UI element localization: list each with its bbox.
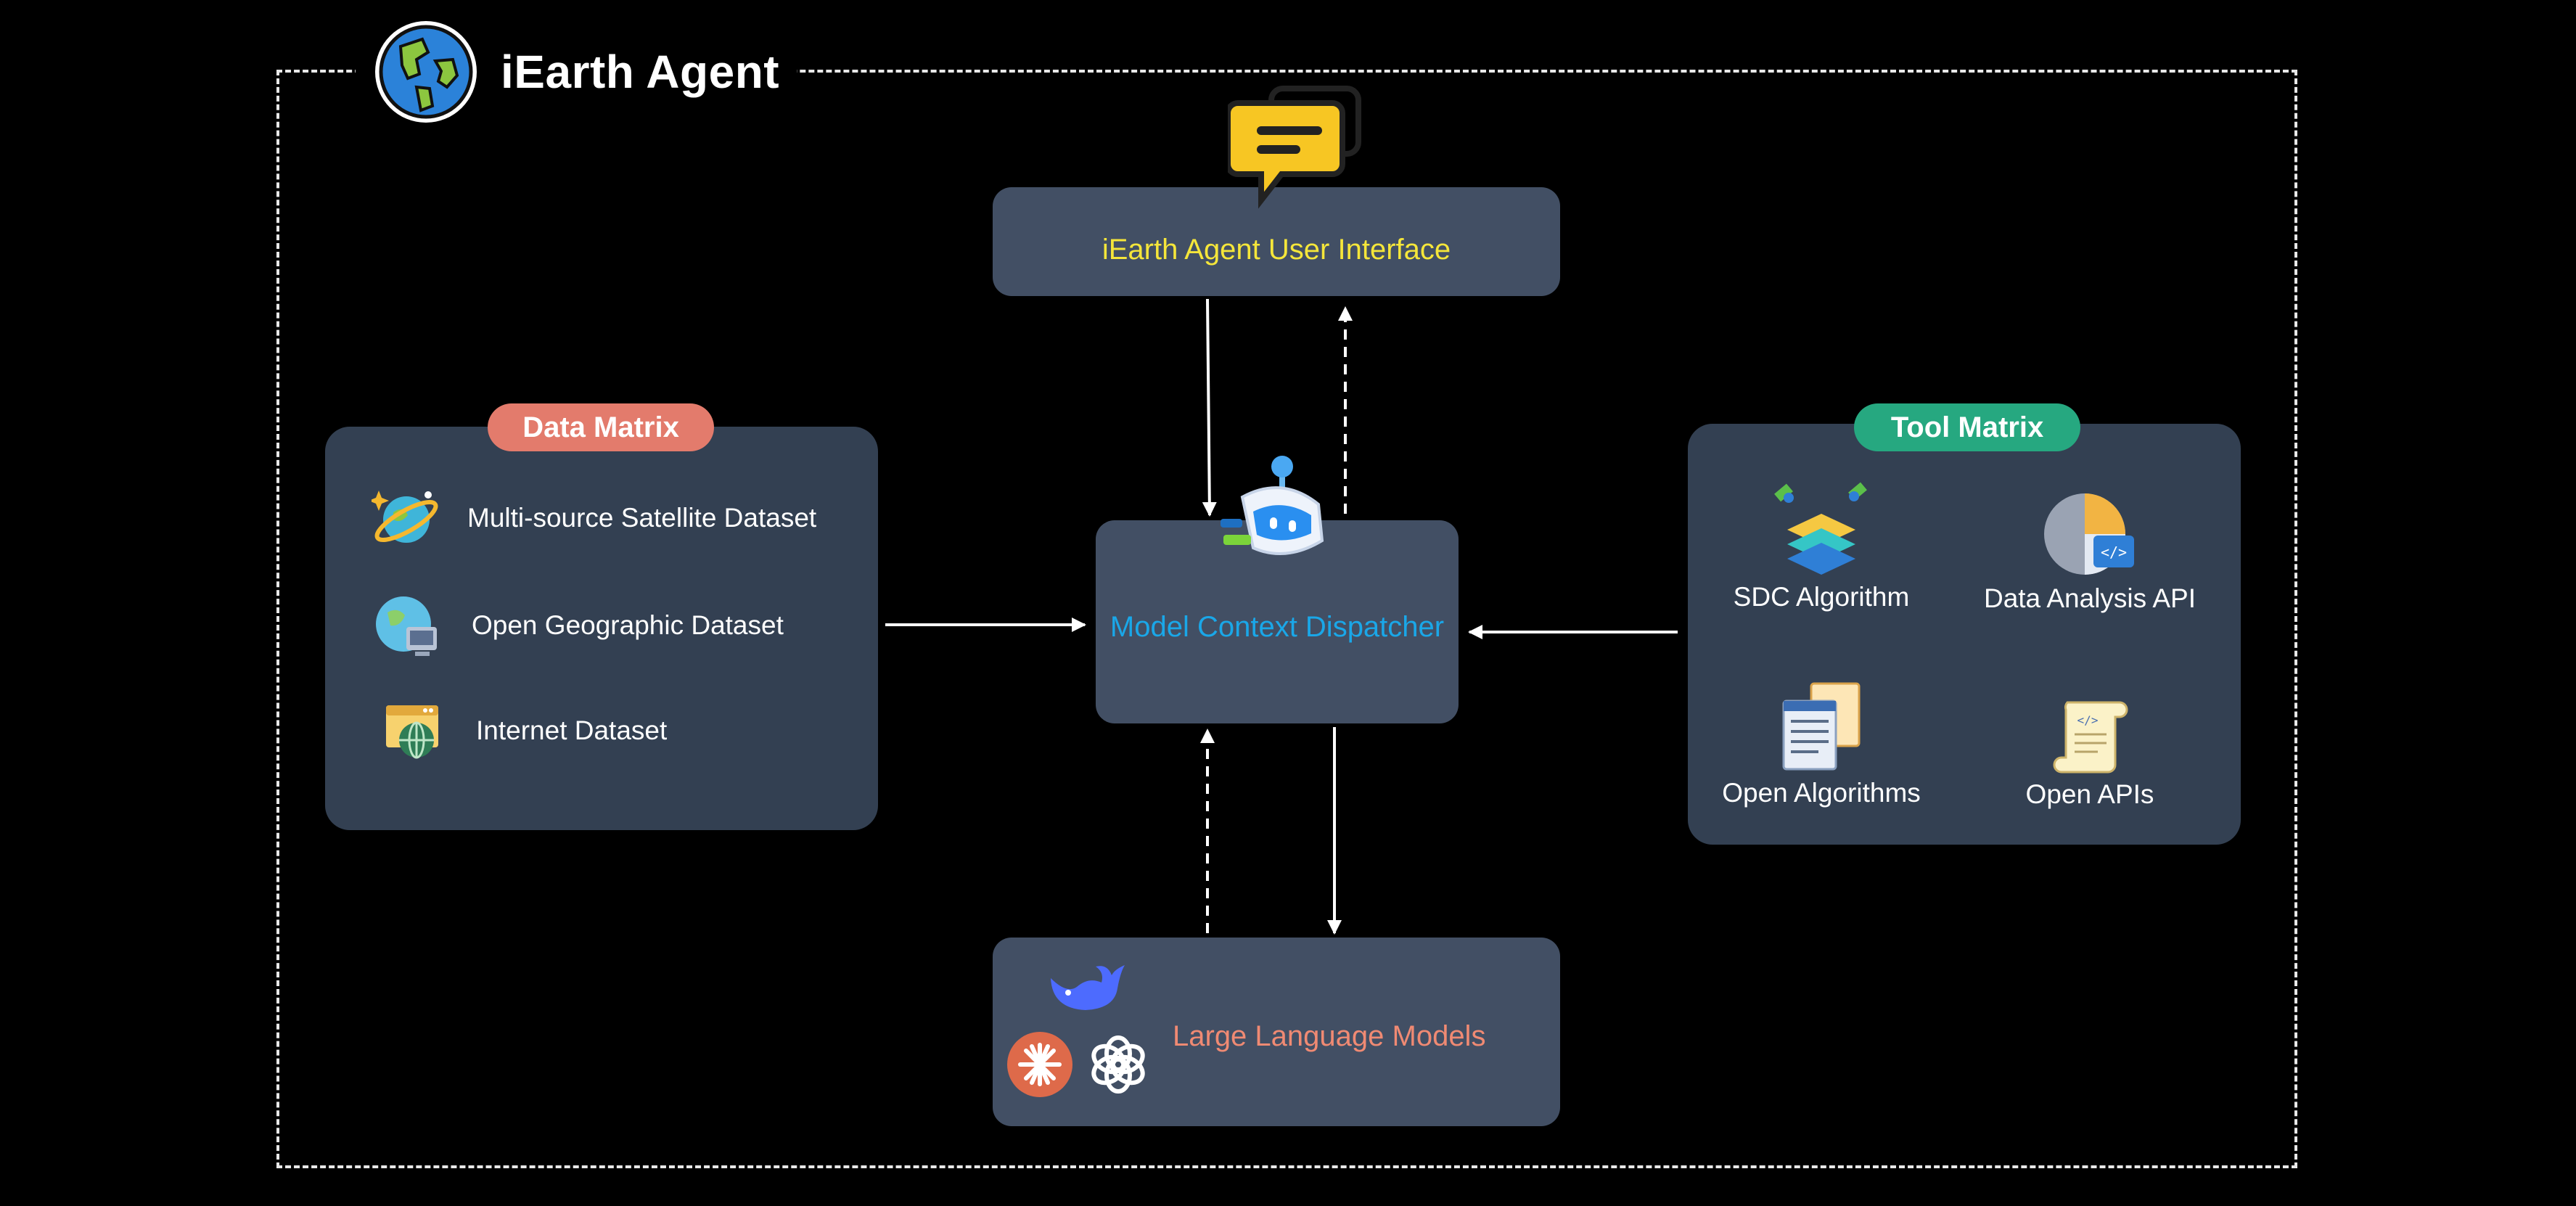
tool-item-label: SDC Algorithm [1733,582,1910,612]
tool-item-sdc-algorithm: SDC Algorithm [1691,482,1952,612]
data-matrix-title: Data Matrix [488,403,714,451]
list-item: Internet Dataset [382,700,667,762]
tool-item-label: Open APIs [2025,779,2154,809]
arrow-ui-to-dispatcher [1202,298,1217,517]
robot-icon [1221,456,1324,555]
user-interface-box [993,187,1560,296]
list-item: Multi-source Satellite Dataset [372,483,816,553]
tool-item-open-algorithms: Open Algorithms [1691,679,1952,808]
tool-item-label: Data Analysis API [1983,583,2196,613]
svg-text:</>: </> [2077,713,2099,727]
iearth-agent-frame [276,70,2297,1168]
dispatcher-label: Model Context Dispatcher [1109,611,1445,643]
globe-icon [375,21,477,123]
whale-icon [1051,965,1125,1010]
planet-satellite-icon [372,491,438,543]
page-title: iEarth Agent [501,46,780,98]
tool-item-open-apis: </> Open APIs [1959,697,2220,810]
globe-computer-icon [376,596,437,656]
list-item-label: Multi-source Satellite Dataset [467,503,817,533]
user-interface-label: iEarth Agent User Interface [1102,234,1451,266]
web-window-icon [386,705,438,759]
documents-icon [1782,682,1861,771]
code-scroll-icon: </> [2053,701,2128,774]
list-item-label: Open Geographic Dataset [472,610,784,640]
tool-item-label: Open Algorithms [1722,778,1921,808]
llm-box [993,938,1560,1126]
satellite-layers-icon [1774,482,1867,575]
chat-bubble-icon [1228,86,1361,209]
header: iEarth Agent [356,17,797,126]
tool-item-data-analysis-api: </> Data Analysis API [1959,488,2220,614]
svg-text:</>: </> [2101,543,2127,561]
analysis-api-icon: </> [2044,493,2134,575]
list-item-label: Internet Dataset [476,715,668,745]
spiral-icon [1091,1035,1145,1094]
llm-label: Large Language Models [1173,1020,1486,1052]
list-item: Open Geographic Dataset [372,591,784,660]
starburst-icon [1007,1032,1072,1097]
tool-matrix-title: Tool Matrix [1854,403,2080,451]
